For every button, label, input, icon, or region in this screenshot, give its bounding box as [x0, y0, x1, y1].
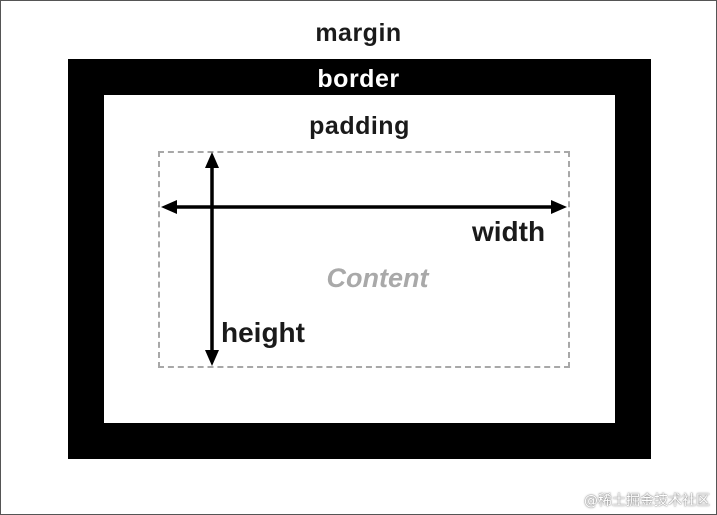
watermark: @稀土掘金技术社区 — [584, 493, 710, 509]
content-region — [158, 151, 570, 368]
margin-label: margin — [315, 19, 402, 47]
width-arrow — [161, 200, 567, 214]
content-label: Content — [326, 263, 429, 293]
padding-region — [104, 95, 615, 423]
border-label: border — [317, 65, 400, 93]
padding-label: padding — [309, 112, 410, 140]
width-label: width — [472, 216, 546, 247]
height-arrow — [205, 152, 219, 366]
height-label: height — [221, 317, 305, 348]
